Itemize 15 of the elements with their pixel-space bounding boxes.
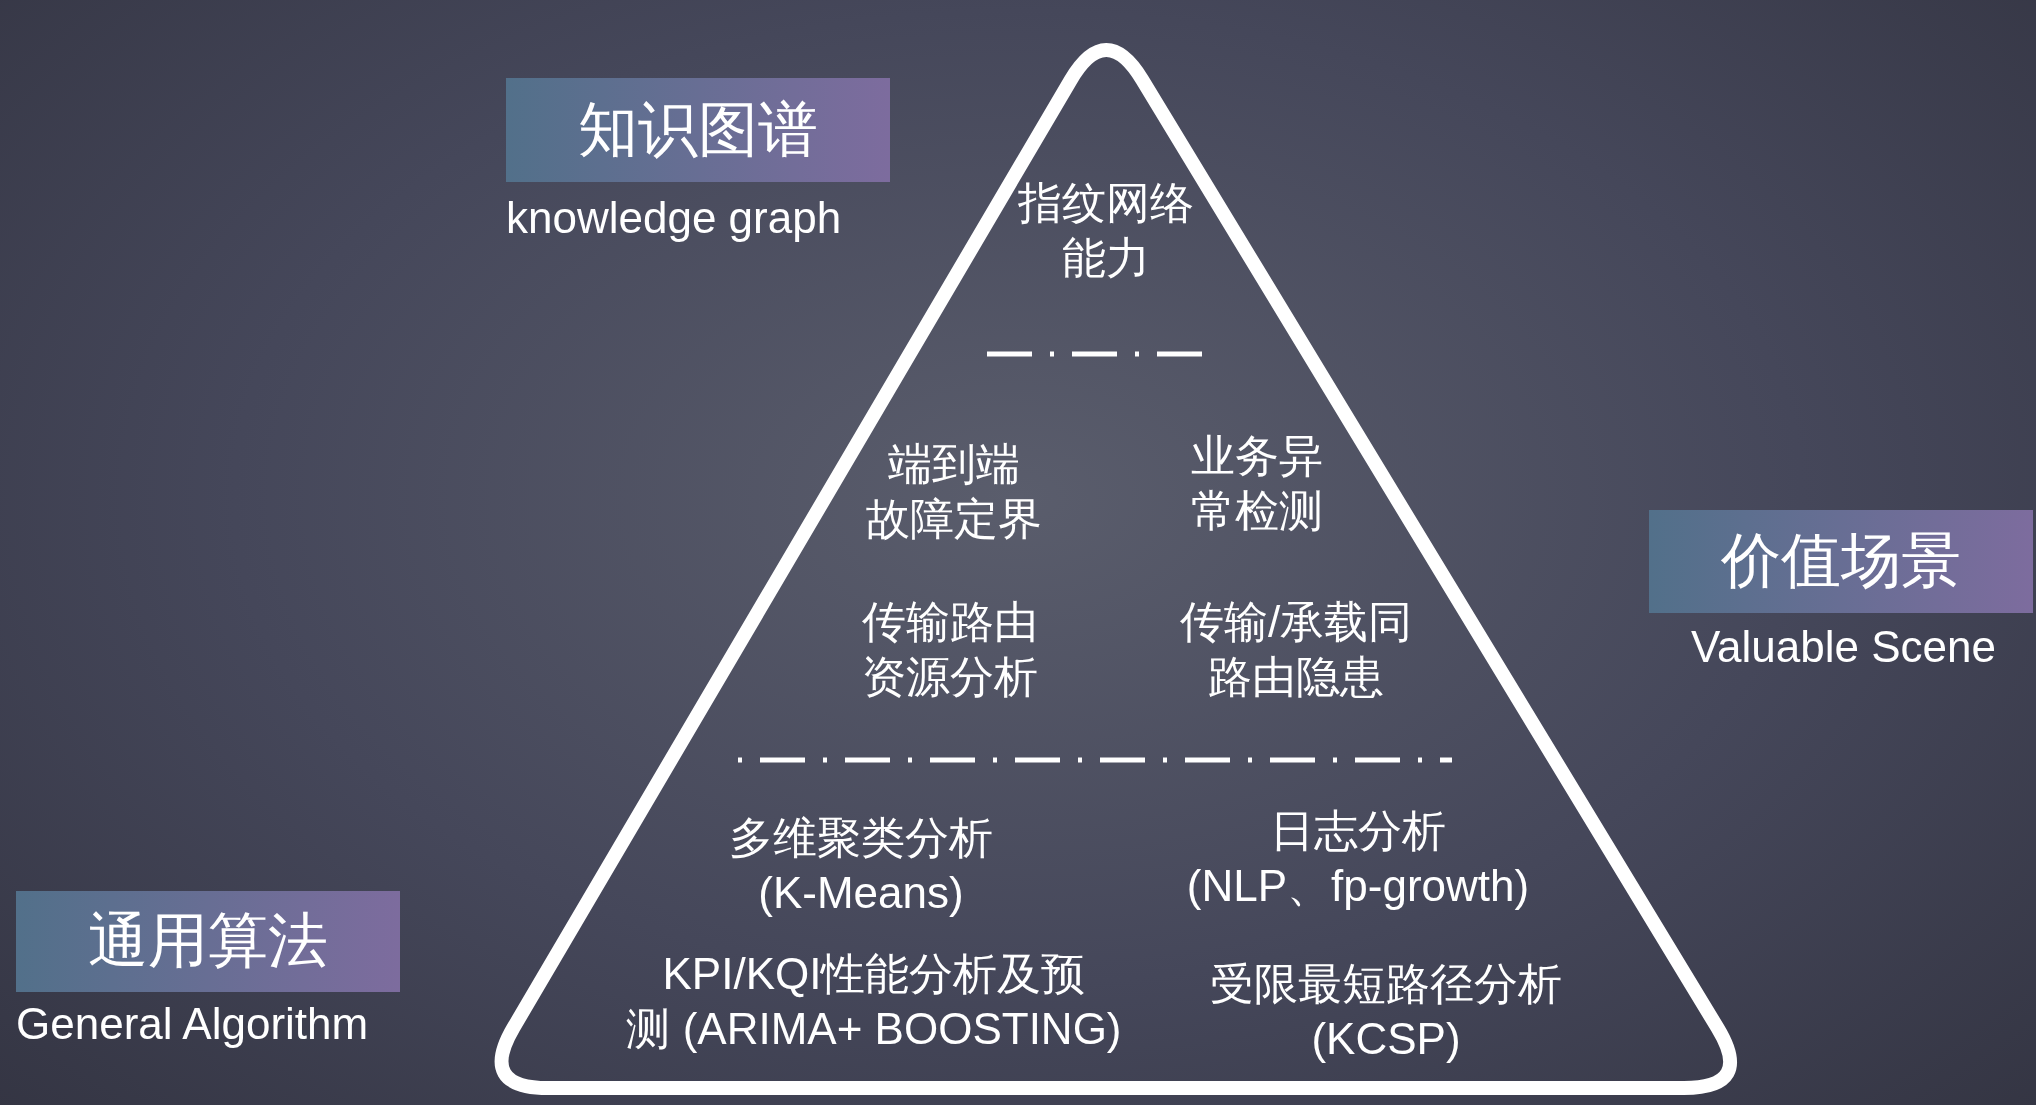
subtitle: General Algorithm — [16, 999, 369, 1049]
subtitle: knowledge graph — [506, 193, 842, 243]
title-banner: 知识图谱 — [506, 78, 890, 182]
title-banner: 通用算法 — [16, 891, 400, 992]
pyramid-text: 多维聚类分析 (K-Means) — [729, 812, 993, 919]
pyramid-text: 受限最短路径分析 (KCSP) — [1210, 958, 1562, 1065]
title-banner: 价值场景 — [1649, 510, 2033, 613]
pyramid-text: 日志分析 (NLP、fp-growth) — [1186, 805, 1530, 912]
pyramid-text: 业务异常检测 — [1191, 430, 1323, 537]
pyramid-text: 传输路由资源分析 — [862, 596, 1038, 703]
pyramid-text: KPI/KQI性能分析及预测 (ARIMA+ BOOSTING) — [626, 948, 1122, 1055]
subtitle: Valuable Scene — [1691, 622, 1996, 672]
pyramid-text: 指纹网络能力 — [1018, 177, 1194, 284]
pyramid-text: 传输/承载同路由隐患 — [1179, 596, 1413, 703]
pyramid-text: 端到端故障定界 — [866, 438, 1042, 545]
